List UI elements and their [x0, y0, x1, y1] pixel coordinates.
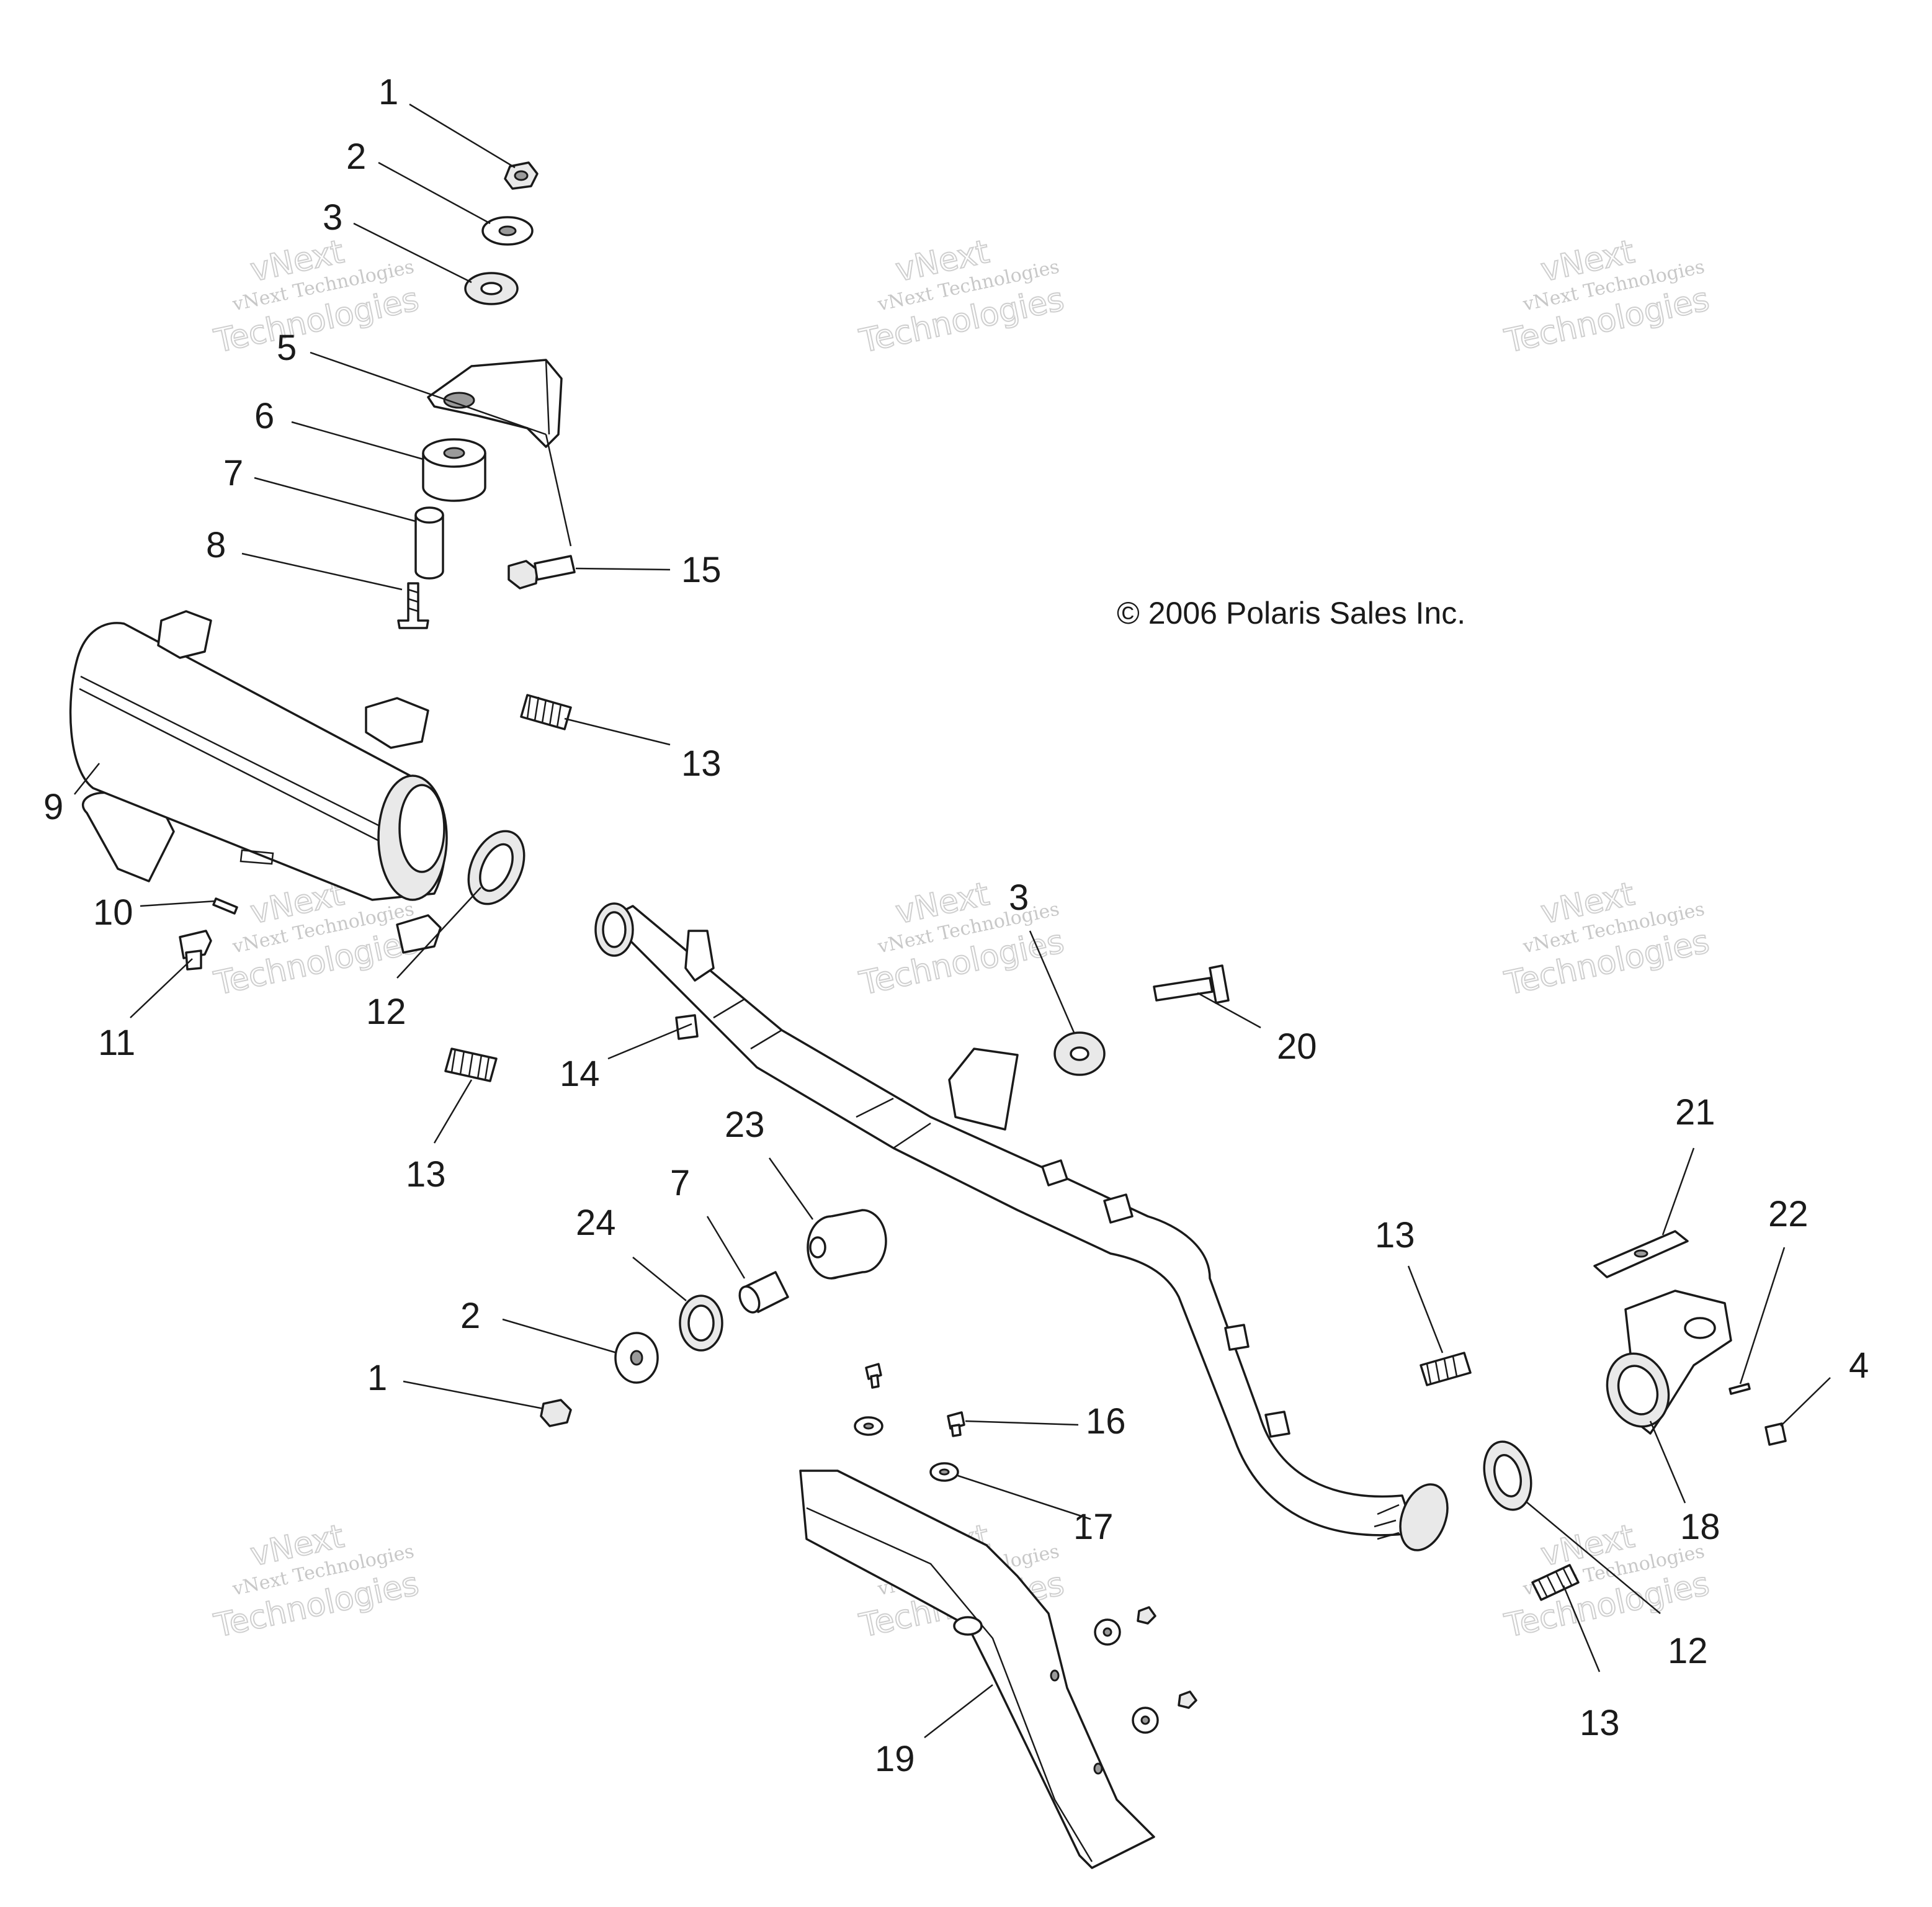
- callout-8: 8: [206, 525, 226, 565]
- watermark: vNext vNext Technologies Technologies: [856, 233, 1068, 361]
- callout-24: 24: [576, 1203, 616, 1243]
- part-18-exhaust-manifold: [1606, 1290, 1732, 1435]
- callout-13: 13: [1375, 1215, 1415, 1255]
- part-12-gasket-right: [1483, 1440, 1532, 1511]
- callout-22: 22: [1768, 1194, 1809, 1234]
- part-17-washer-d: [1132, 1707, 1159, 1734]
- callout-7: 7: [223, 453, 243, 493]
- callout-3: 3: [323, 197, 342, 238]
- part-7-sleeve-upper: [414, 506, 444, 580]
- part-14-head-pipe: [594, 902, 1449, 1551]
- part-24-washer: [679, 1295, 723, 1352]
- callout-2: 2: [460, 1296, 480, 1336]
- callout-12: 12: [366, 992, 406, 1032]
- part-16-screw-c: [1137, 1606, 1156, 1625]
- callout-3: 3: [1009, 877, 1029, 918]
- watermark: vNext vNext Technologies Technologies: [210, 1517, 423, 1646]
- callout-2: 2: [346, 137, 366, 177]
- part-17-washer-b: [929, 1462, 959, 1482]
- callout-15: 15: [681, 550, 722, 590]
- part-15-bolt: [508, 555, 576, 590]
- callout-4: 4: [1849, 1345, 1869, 1386]
- part-17-washer-a: [854, 1416, 883, 1436]
- part-13-spring-a: [520, 694, 572, 730]
- leader-lines: [74, 103, 1831, 1738]
- callout-9: 9: [43, 787, 63, 827]
- part-13-spring-c: [1420, 1352, 1472, 1386]
- part-3-washer-mid: [1053, 1031, 1106, 1076]
- part-16-screw-b: [947, 1411, 965, 1437]
- part-11-bolt: [179, 930, 212, 971]
- callout-23: 23: [725, 1105, 765, 1145]
- part-16-screw-d: [1178, 1690, 1197, 1709]
- callout-20: 20: [1277, 1026, 1317, 1067]
- part-20-bolt: [1153, 964, 1230, 1004]
- callout-17: 17: [1073, 1507, 1114, 1547]
- callout-6: 6: [254, 396, 274, 436]
- callout-14: 14: [560, 1054, 600, 1094]
- callout-18: 18: [1680, 1507, 1720, 1547]
- part-8-bolt: [397, 582, 429, 629]
- part-16-screw-a: [865, 1363, 882, 1389]
- callout-21: 21: [1675, 1092, 1715, 1133]
- part-2-washer-lower: [614, 1332, 659, 1384]
- part-2-washer-upper: [481, 216, 534, 246]
- part-10-pin: [212, 897, 238, 915]
- callout-13: 13: [406, 1154, 446, 1195]
- callout-11: 11: [98, 1023, 135, 1063]
- callout-10: 10: [93, 892, 133, 933]
- part-9-muffler: [69, 610, 448, 954]
- watermark: vNext vNext Technologies Technologies: [1501, 875, 1713, 1003]
- callout-5: 5: [277, 328, 297, 368]
- callout-13: 13: [681, 743, 722, 784]
- part-13-spring-d: [1531, 1564, 1580, 1601]
- watermark: vNext vNext Technologies Technologies: [856, 875, 1068, 1003]
- part-12-gasket-left: [467, 830, 525, 905]
- part-21-gasket: [1593, 1230, 1689, 1278]
- part-3-washer-upper: [464, 272, 519, 305]
- callout-1: 1: [367, 1358, 387, 1398]
- part-6-grommet: [422, 438, 486, 502]
- part-7-sleeve-mid: [738, 1271, 789, 1314]
- callout-12: 12: [1668, 1631, 1708, 1671]
- part-23-grommet: [807, 1209, 887, 1280]
- part-4-plug: [1764, 1422, 1787, 1446]
- callout-13: 13: [1580, 1703, 1620, 1743]
- watermark: vNext vNext Technologies Technologies: [1501, 233, 1713, 361]
- part-22-pin: [1729, 1383, 1751, 1395]
- callout-1: 1: [378, 72, 398, 112]
- part-17-washer-c: [1094, 1618, 1121, 1646]
- part-19-heat-shield: [799, 1470, 1155, 1869]
- part-13-spring-b: [444, 1048, 498, 1082]
- copyright-text: © 2006 Polaris Sales Inc.: [1117, 596, 1465, 630]
- callout-19: 19: [875, 1739, 915, 1779]
- callouts: 1 2 3 5 6 7 8 15 13 9 10 11 12 13 14 3 2…: [43, 72, 1869, 1779]
- callout-16: 16: [1086, 1401, 1126, 1442]
- part-1-nut-lower: [540, 1399, 572, 1427]
- watermark: vNext vNext Technologies Technologies: [210, 233, 423, 361]
- part-1-nut-upper: [504, 161, 539, 190]
- part-5-bracket: [427, 359, 563, 448]
- callout-7: 7: [670, 1163, 690, 1203]
